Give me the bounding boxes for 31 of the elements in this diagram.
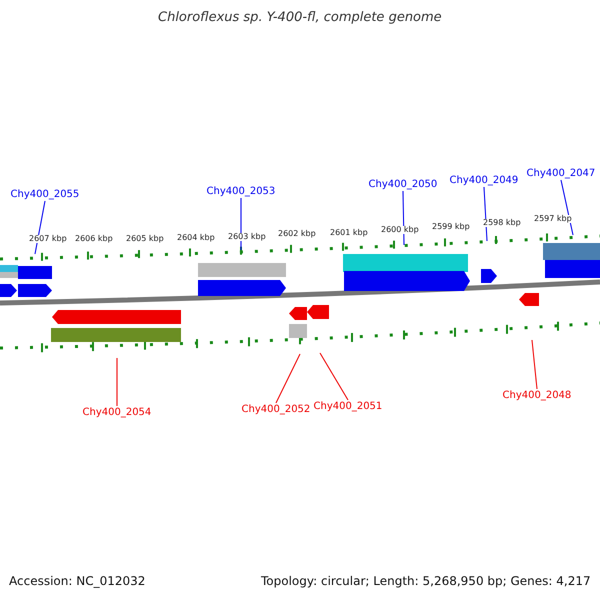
- scale-label: 2599 kbp: [432, 222, 470, 232]
- leader-line: [34, 200, 46, 254]
- leader-line: [116, 358, 118, 406]
- leader-line: [402, 190, 404, 246]
- leader-line: [320, 352, 348, 400]
- gene-label: Chy400_2054: [82, 406, 152, 418]
- leader-line: [560, 180, 574, 236]
- scale-label: 2603 kbp: [228, 232, 266, 242]
- gene-label: Chy400_2055: [10, 188, 80, 200]
- scale-label: 2597 kbp: [534, 214, 572, 224]
- scale-label: 2598 kbp: [483, 218, 521, 228]
- scale-label: 2605 kbp: [126, 234, 164, 244]
- scale-label: 2602 kbp: [278, 230, 316, 238]
- gene-label: Chy400_2047: [526, 168, 596, 178]
- leader-line: [240, 198, 242, 250]
- leader-line: [276, 354, 300, 404]
- gene-label: Chy400_2050: [368, 178, 438, 190]
- accession-label: Accession: NC_012032: [9, 574, 146, 588]
- gene-label: Chy400_2048: [502, 390, 572, 400]
- scale-label: 2607 kbp: [29, 234, 67, 244]
- genome-info-label: Topology: circular; Length: 5,268,950 bp; Genes: 4,217: [261, 574, 591, 588]
- scale-label: 2601 kbp: [330, 228, 368, 238]
- scale-label: 2604 kbp: [177, 234, 215, 242]
- gene-label: Chy400_2053: [206, 186, 276, 196]
- scale-label: 2606 kbp: [75, 234, 113, 244]
- diagram-title: Chloroflexus sp. Y-400-fl, complete genome: [158, 11, 442, 26]
- gene-label: Chy400_2051: [314, 400, 382, 412]
- gene-label: Chy400_2049: [450, 174, 518, 186]
- gene-label: Chy400_2052: [242, 404, 310, 414]
- scale-label: 2600 kbp: [381, 226, 419, 234]
- leader-line: [532, 340, 538, 390]
